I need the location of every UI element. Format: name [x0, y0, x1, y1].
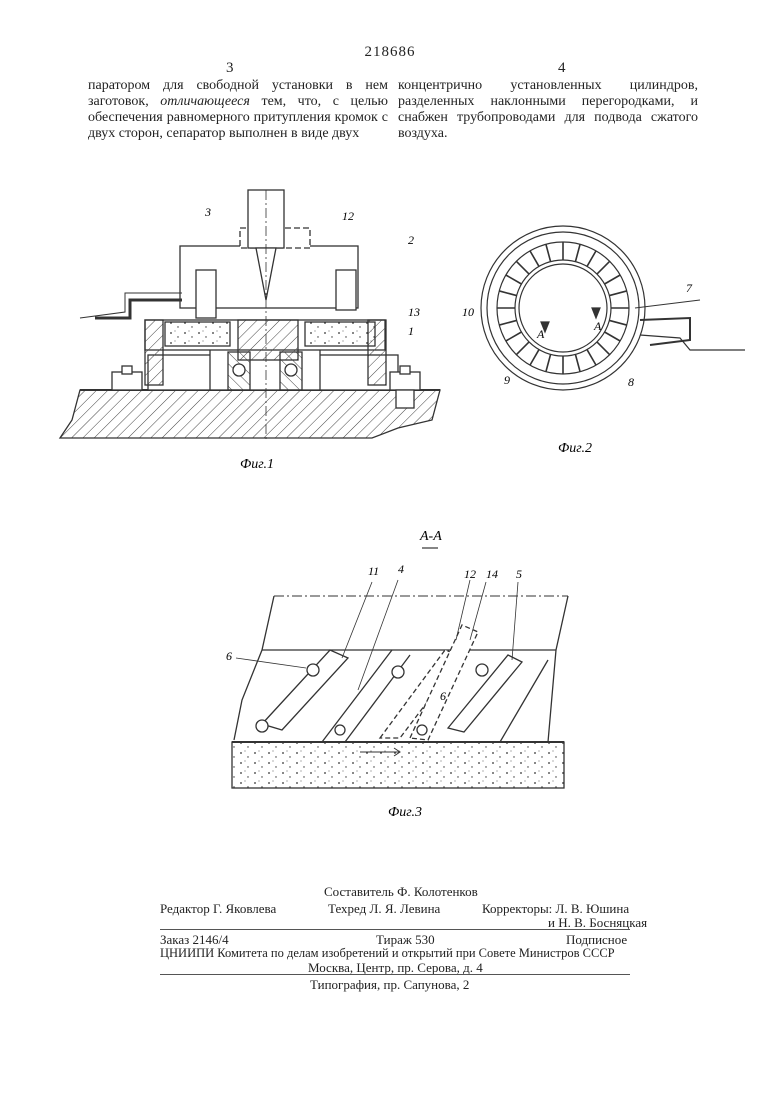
fig2-label-a-left: А	[536, 327, 545, 341]
imprint-organization: ЦНИИПИ Комитета по делам изобретений и о…	[160, 946, 615, 961]
imprint-divider	[160, 929, 630, 930]
fig3-label-6-left: 6	[226, 649, 232, 663]
fig3-label-14: 14	[486, 567, 498, 581]
fig3-caption: Фиг.3	[388, 805, 422, 820]
fig2-label-9: 9	[504, 373, 510, 387]
fig1-label-1: 1	[408, 324, 414, 338]
fig2-label-8: 8	[628, 375, 634, 389]
imprint-divider-2	[160, 974, 630, 975]
fig1-label-13: 13	[408, 305, 420, 319]
imprint-editor: Редактор Г. Яковлева	[160, 901, 276, 917]
fig1-caption: Фиг.1	[240, 457, 274, 472]
fig2-label-10: 10	[462, 305, 474, 319]
figure-1	[60, 190, 440, 440]
imprint-printing: Типография, пр. Сапунова, 2	[310, 977, 469, 993]
imprint-compiler: Составитель Ф. Колотенков	[324, 884, 478, 900]
fig3-label-5: 5	[516, 567, 522, 581]
imprint-techred: Техред Л. Я. Левина	[328, 901, 440, 917]
fig3-label-11: 11	[368, 564, 379, 578]
fig2-label-a-right: А	[593, 319, 602, 333]
fig1-label-2: 2	[408, 233, 414, 247]
fig3-section-label: А-А	[419, 529, 442, 544]
figure-2	[481, 226, 745, 390]
fig2-label-7: 7	[686, 281, 693, 295]
fig3-label-12: 12	[464, 567, 476, 581]
fig1-label-12: 12	[342, 209, 354, 223]
fig3-label-6-center: 6	[440, 689, 446, 703]
fig1-label-3: 3	[204, 205, 211, 219]
fig2-caption: Фиг.2	[558, 441, 592, 456]
figure-3	[232, 580, 568, 788]
fig3-label-4: 4	[398, 562, 404, 576]
